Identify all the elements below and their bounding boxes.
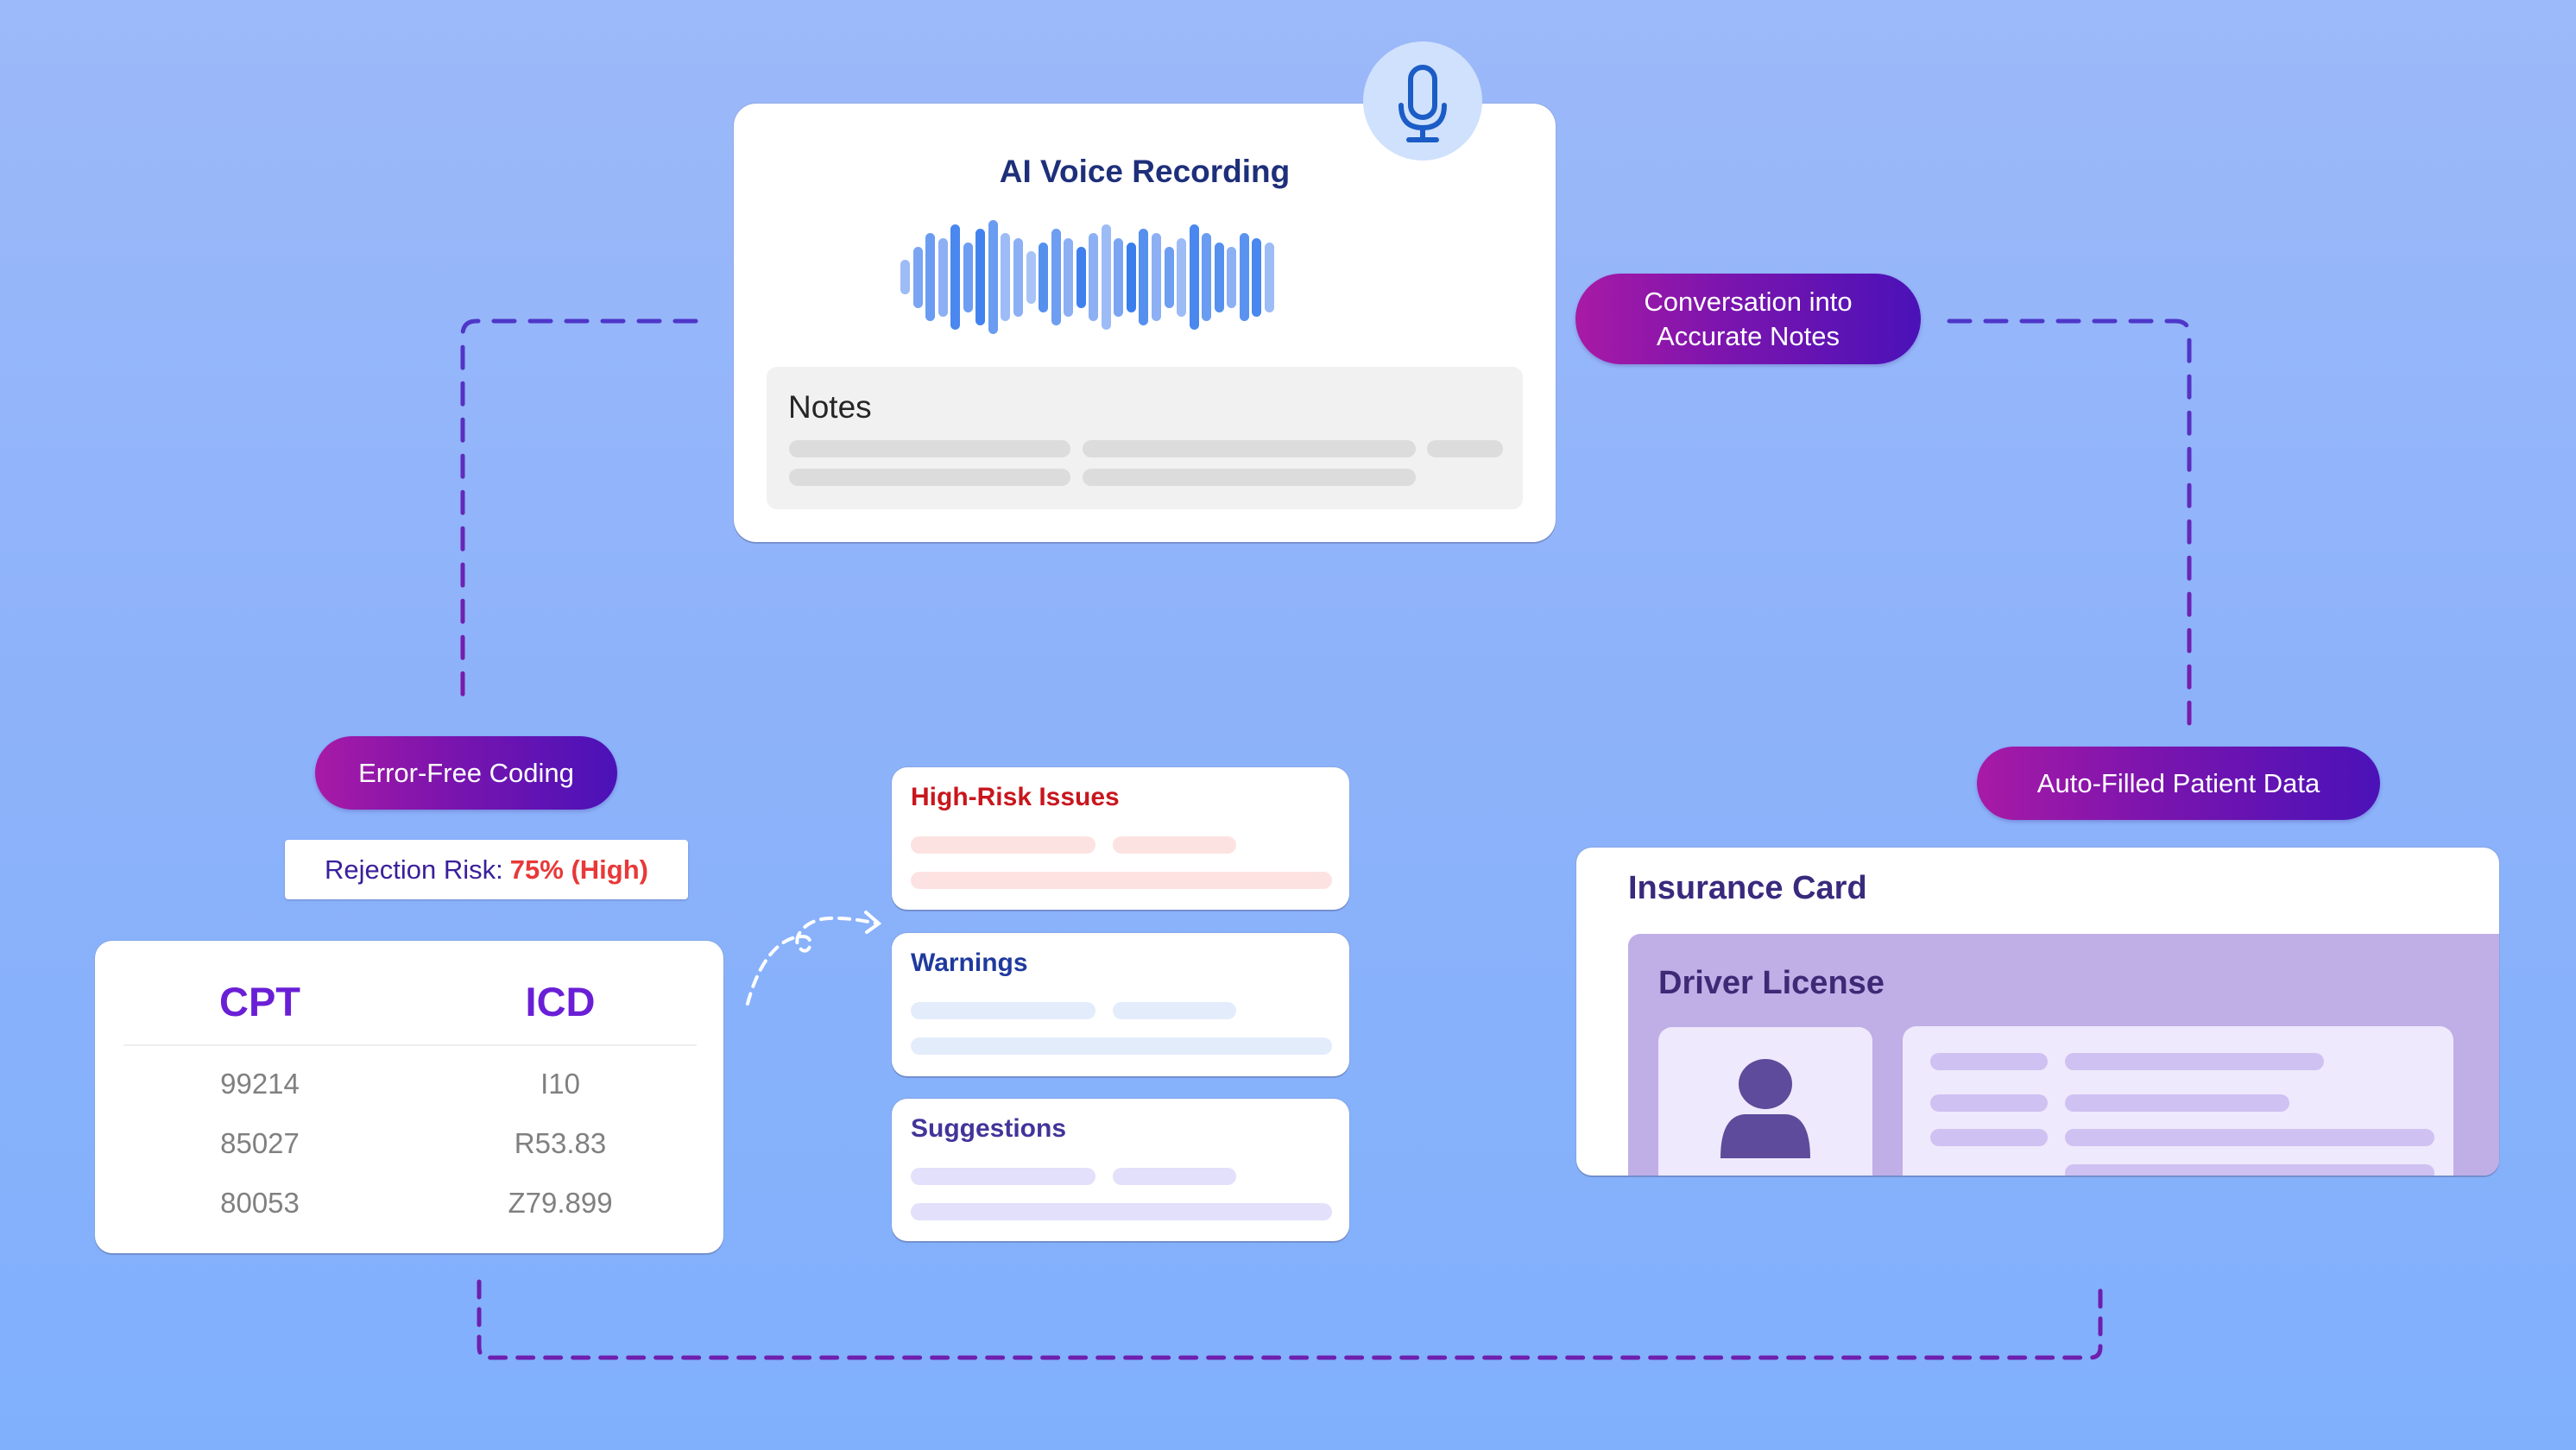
waveform-bar (1139, 229, 1149, 325)
column-header-cpt: CPT (219, 979, 300, 1024)
suggestions-card: Suggestions (892, 1099, 1349, 1241)
skeleton-line (911, 1168, 1095, 1185)
waveform-bar (1164, 246, 1174, 308)
waveform-bar (1026, 250, 1036, 304)
waveform-bar (975, 229, 986, 325)
connector-voice-to-coding (460, 318, 698, 710)
waveform-bar (1227, 246, 1237, 308)
conversation-into-notes-label: Conversation into Accurate Notes (1575, 274, 1921, 364)
info-label-line (1930, 1094, 2048, 1112)
skeleton-line (1113, 836, 1236, 854)
waveform-bar (912, 246, 923, 308)
waveform-bar (1039, 242, 1049, 312)
notes-placeholder-line (1083, 440, 1416, 457)
high-risk-issues-card: High-Risk Issues (892, 767, 1349, 910)
skeleton-line (911, 872, 1332, 889)
table-cell-cpt: 80053 (220, 1187, 300, 1219)
driver-license-panel: Driver License (1628, 934, 2499, 1176)
waveform-bar (925, 233, 936, 321)
info-label-line (1930, 1053, 2048, 1070)
waveform-bar (1202, 233, 1212, 321)
waveform-bar (950, 224, 961, 330)
connector-notes-to-patient-data (1947, 318, 2192, 726)
waveform-bar (1064, 237, 1074, 317)
skeleton-line (911, 1002, 1095, 1019)
table-cell-cpt: 85027 (220, 1127, 300, 1159)
code-table-card (95, 941, 723, 1253)
skeleton-line (911, 1203, 1332, 1220)
rejection-risk-badge: Rejection Risk: 75% (High) (285, 840, 688, 899)
microphone-button[interactable] (1363, 41, 1482, 161)
waveform-bar (1089, 233, 1099, 321)
waveform-bar (1152, 233, 1161, 321)
waveform-bar (1013, 237, 1023, 317)
waveform-bar (963, 242, 973, 312)
auto-filled-text: Auto-Filled Patient Data (2036, 767, 2320, 798)
insurance-card-title: Insurance Card (1628, 870, 1867, 906)
waveform-bar (1051, 229, 1061, 325)
conversation-label-line1: Conversation into (1644, 286, 1853, 317)
waveform-bar (900, 260, 910, 294)
license-photo (1658, 1027, 1872, 1176)
skeleton-line (1113, 1168, 1236, 1185)
driver-license-title: Driver License (1658, 965, 1885, 1001)
person-avatar-icon (1720, 1059, 1810, 1158)
notes-title: Notes (788, 389, 872, 425)
microphone-icon (1398, 65, 1447, 142)
notes-placeholder-line (1083, 469, 1416, 486)
auto-filled-patient-data-label: Auto-Filled Patient Data (1977, 747, 2380, 820)
waveform-bar (1252, 237, 1262, 317)
rejection-risk-value: 75% (High) (509, 854, 648, 885)
skeleton-line (911, 836, 1095, 854)
info-value-line (2065, 1053, 2324, 1070)
high-risk-issues-title: High-Risk Issues (911, 783, 1120, 811)
notes-placeholder-line (789, 440, 1070, 457)
waveform-bar (1101, 224, 1111, 330)
info-value-line (2065, 1094, 2289, 1112)
skeleton-line (911, 1037, 1332, 1055)
waveform-bar (1001, 233, 1011, 321)
connector-bottom-loop (477, 1279, 2103, 1360)
waveform-bar (1177, 237, 1187, 317)
table-divider (123, 1044, 697, 1046)
waveform-bar (1114, 237, 1124, 317)
waveform-bar (1126, 242, 1136, 312)
curved-arrow-icon (746, 916, 880, 1006)
notes-panel: Notes (767, 367, 1523, 509)
table-cell-cpt: 99214 (220, 1068, 300, 1100)
waveform-bar (1264, 242, 1274, 312)
notes-placeholder-line (1427, 440, 1503, 457)
warnings-title: Warnings (911, 949, 1028, 977)
waveform-bar (1214, 242, 1224, 312)
waveform-bar (1239, 233, 1249, 321)
insurance-card: Insurance Card Driver License (1576, 848, 2499, 1176)
info-value-line (2065, 1129, 2434, 1146)
table-cell-icd: R53.83 (514, 1127, 607, 1159)
rejection-risk-label: Rejection Risk: (325, 854, 503, 885)
skeleton-line (1113, 1002, 1236, 1019)
voice-card-title: AI Voice Recording (999, 154, 1291, 189)
conversation-label-line2: Accurate Notes (1657, 320, 1840, 351)
error-free-coding-label: Error-Free Coding (315, 736, 617, 810)
license-info (1903, 1026, 2453, 1176)
waveform-bar (938, 237, 948, 317)
suggestions-title: Suggestions (911, 1114, 1067, 1143)
warnings-card: Warnings (892, 933, 1349, 1076)
info-value-line (2065, 1164, 2434, 1176)
table-cell-icd: Z79.899 (508, 1187, 613, 1219)
error-free-coding-text: Error-Free Coding (358, 757, 574, 788)
waveform-bar (1189, 224, 1199, 330)
info-label-line (1930, 1129, 2048, 1146)
notes-placeholder-line (789, 469, 1070, 486)
table-cell-icd: I10 (540, 1068, 580, 1100)
waveform-bar (988, 220, 998, 334)
waveform-bar (1076, 246, 1086, 308)
column-header-icd: ICD (525, 979, 596, 1024)
